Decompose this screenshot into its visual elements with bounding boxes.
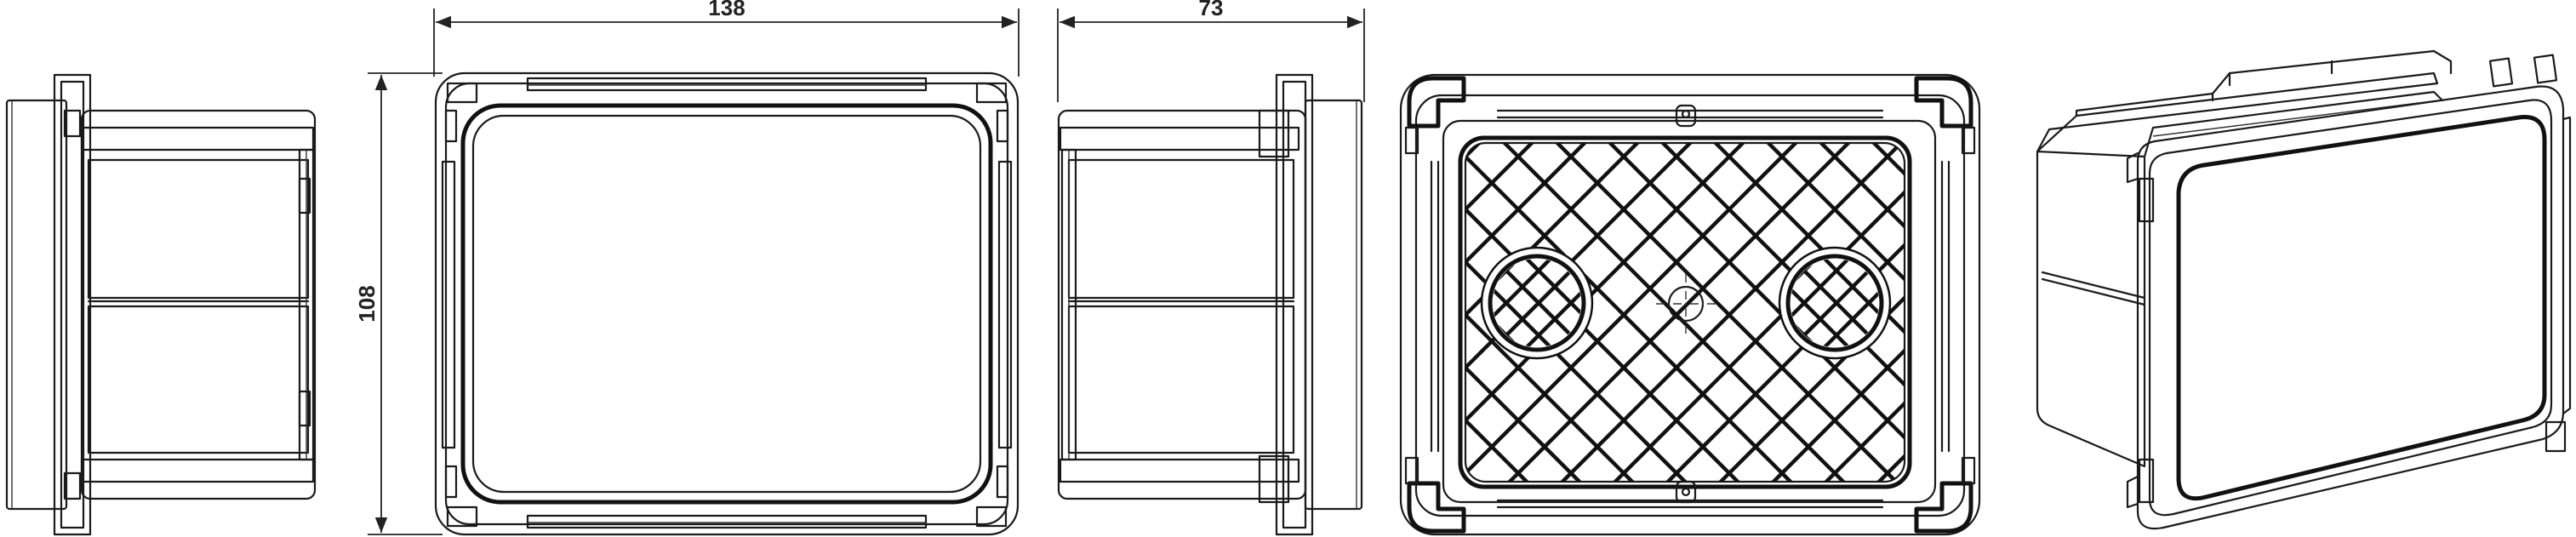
dimension-depth-label: 73 (1199, 0, 1224, 20)
right-side-view (1057, 73, 1363, 536)
mesh-line (698, 128, 1072, 502)
mesh-line (1751, 143, 1905, 482)
left-side-view (5, 73, 317, 536)
mesh-line (1465, 143, 1602, 482)
mesh-line (1513, 259, 1581, 347)
dimension-depth: 73 (1057, 0, 1365, 102)
mesh-line (856, 128, 1231, 502)
mesh-line (1014, 128, 1389, 502)
dimension-width-label: 138 (708, 0, 745, 20)
mesh-line (909, 128, 1283, 502)
mesh-line (1465, 143, 1549, 482)
front-view (434, 71, 1020, 536)
mesh-line (1465, 143, 1813, 482)
mesh-line (1465, 143, 1654, 482)
mesh-line (1651, 247, 1763, 359)
mesh-line (1811, 259, 1879, 347)
mesh-line (1651, 247, 1763, 359)
mesh-line (1353, 247, 1465, 359)
mesh-line (1465, 143, 1549, 482)
dimension-width: 138 (433, 0, 1020, 77)
mesh-line (1067, 128, 1442, 502)
dimension-height-label: 108 (354, 285, 380, 322)
mesh-line (1586, 247, 1699, 359)
mesh-line (909, 128, 1283, 502)
mesh-line (856, 128, 1231, 502)
mesh-line (1465, 143, 1602, 482)
back-view (698, 73, 1981, 536)
mesh-line (1876, 259, 1879, 347)
mesh-line (1586, 247, 1699, 359)
mesh-line (698, 128, 1072, 502)
mesh-line (1353, 247, 1465, 359)
isometric-view (2036, 49, 2572, 530)
mesh-line (1488, 143, 1865, 482)
mesh-line (1540, 143, 1905, 482)
mesh-line (1493, 259, 1564, 347)
mesh-line (1804, 143, 1905, 482)
mesh-line (1804, 143, 1905, 482)
mesh-line (1067, 128, 1442, 502)
mesh-line (1791, 259, 1862, 347)
mesh-line (1465, 143, 1654, 482)
mesh-line (1014, 128, 1389, 502)
dimension-height: 108 (354, 72, 443, 535)
mesh-line (1751, 143, 1905, 482)
mesh-line (1876, 259, 1879, 347)
